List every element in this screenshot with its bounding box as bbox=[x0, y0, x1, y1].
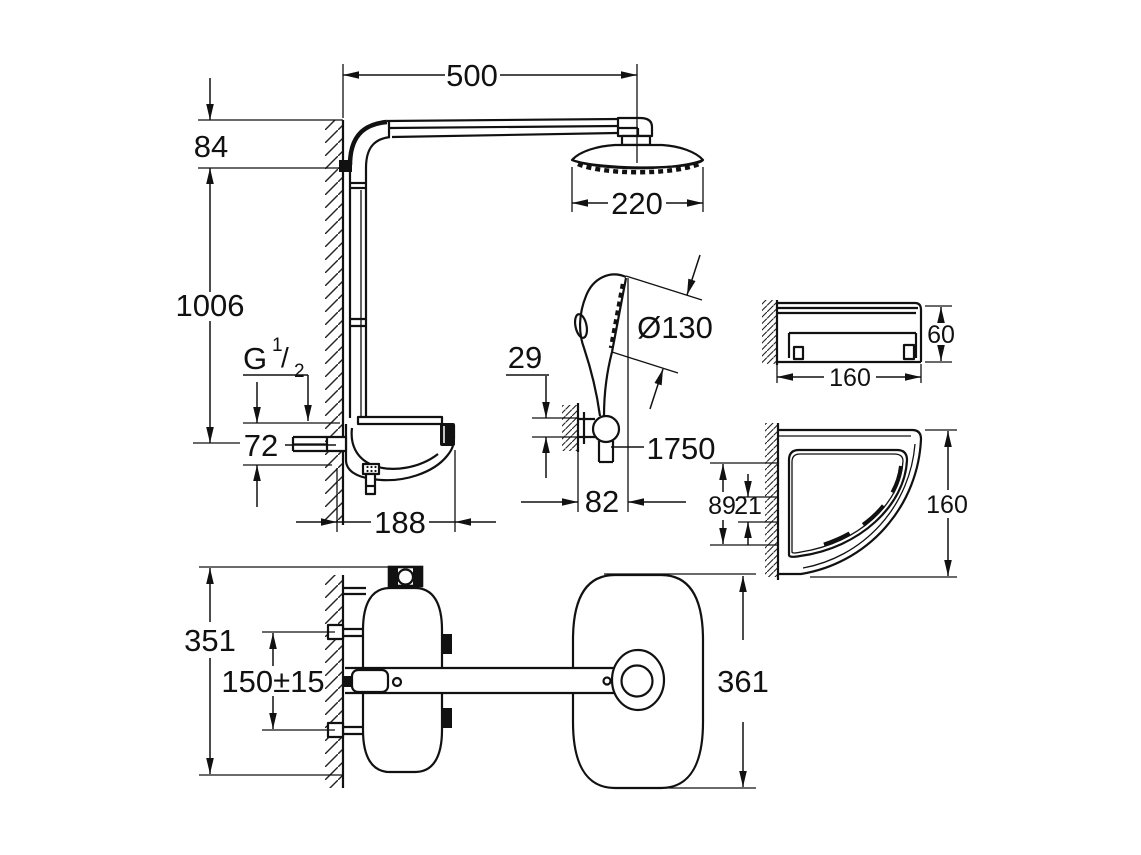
wall-bracket bbox=[562, 403, 621, 512]
dim-total-height: 351 bbox=[184, 566, 389, 776]
shelf-top-view: 89 21 160 bbox=[708, 423, 968, 580]
dim-label-bracket-height: 29 bbox=[508, 340, 542, 375]
dim-hose-length: 1750 bbox=[611, 431, 715, 466]
temperature-knob bbox=[440, 423, 455, 446]
knob-top-1 bbox=[442, 634, 452, 654]
dim-arm-drop: 84 bbox=[194, 78, 343, 169]
wall-hatch bbox=[765, 423, 778, 577]
tray-grip-pattern bbox=[811, 465, 903, 550]
dim-mount-b: 21 bbox=[734, 474, 778, 545]
thermostat-side bbox=[291, 415, 456, 496]
dim-label-shelf-width: 160 bbox=[829, 364, 871, 392]
dim-label-shelf-depth: 160 bbox=[926, 491, 968, 519]
dim-mount-a: 89 bbox=[708, 462, 778, 546]
dim-label-mount-b: 21 bbox=[734, 492, 762, 520]
wall-hatch bbox=[325, 120, 345, 525]
shower-arm bbox=[347, 117, 621, 169]
hand-shower-view: Ø130 29 1750 82 bbox=[506, 254, 715, 519]
shower-arm-top bbox=[344, 666, 620, 695]
dim-label-hose-length: 1750 bbox=[647, 431, 716, 466]
bottom-view: 351 150±15 361 bbox=[184, 565, 769, 790]
shelf-tray-top bbox=[787, 448, 909, 558]
hand-shower-face bbox=[608, 283, 626, 349]
dim-diameter: Ø130 bbox=[611, 254, 713, 410]
shelf-tray bbox=[787, 331, 918, 361]
wall-hatch bbox=[325, 575, 345, 788]
dim-label-shelf-height: 60 bbox=[927, 321, 955, 349]
supply-union bbox=[291, 435, 348, 453]
hose-outlet bbox=[361, 462, 381, 496]
riser-bracket-top bbox=[387, 565, 424, 588]
dim-label-head-length: 361 bbox=[717, 664, 769, 699]
dim-inlet-span: 72 bbox=[243, 382, 340, 507]
dim-head-diameter: 220 bbox=[571, 167, 704, 221]
dim-wall-offset: 82 bbox=[521, 484, 686, 519]
dim-riser-height: 1006 bbox=[176, 168, 245, 444]
dim-label-wall-offset: 82 bbox=[585, 484, 619, 519]
dim-label-riser-height: 1006 bbox=[176, 288, 245, 323]
dim-label-supply-span: 150±15 bbox=[221, 664, 324, 699]
screw-1 bbox=[391, 676, 403, 688]
front-view: 500 84 1006 220 G 1 / 2 bbox=[176, 58, 705, 540]
dim-label-mount-a: 89 bbox=[708, 492, 736, 520]
dim-label-diameter: Ø130 bbox=[637, 310, 713, 345]
thread-numerator: 1 bbox=[272, 335, 283, 356]
thread-label: G 1 / 2 bbox=[243, 335, 312, 421]
dim-label-arm-drop: 84 bbox=[194, 129, 228, 164]
dim-depth: 188 bbox=[296, 450, 496, 540]
mode-button bbox=[573, 313, 589, 339]
thread-denominator: 2 bbox=[294, 361, 305, 382]
thread-slash: / bbox=[281, 342, 289, 373]
spray-face-nozzles bbox=[577, 161, 700, 175]
head-hub-top bbox=[610, 648, 666, 712]
dim-shelf-height: 60 bbox=[925, 305, 955, 363]
dim-supply-span: 150±15 bbox=[221, 631, 335, 731]
ball-joint bbox=[591, 414, 621, 444]
dim-label-total-height: 351 bbox=[184, 623, 236, 658]
dim-label-inlet-span: 72 bbox=[244, 428, 278, 463]
dim-head-length: 361 bbox=[604, 573, 769, 789]
dim-shelf-width: 160 bbox=[776, 364, 922, 392]
thread-g: G bbox=[243, 341, 267, 376]
dim-width: 500 bbox=[342, 58, 638, 163]
hand-shower bbox=[573, 273, 628, 417]
dim-label-head-diameter: 220 bbox=[611, 186, 663, 221]
dim-bracket-height: 29 bbox=[506, 340, 578, 478]
dim-label-depth: 188 bbox=[374, 505, 426, 540]
knob-top-2 bbox=[442, 708, 452, 728]
dim-label-width: 500 bbox=[446, 58, 498, 93]
riser-pipe bbox=[339, 160, 368, 418]
dim-shelf-depth: 160 bbox=[810, 429, 968, 578]
screw-2 bbox=[602, 676, 612, 686]
head-shower-side bbox=[570, 116, 705, 175]
wall-hatch bbox=[762, 300, 777, 364]
shelf-side-view: 60 160 bbox=[762, 300, 955, 392]
arm-coupling bbox=[350, 668, 390, 694]
